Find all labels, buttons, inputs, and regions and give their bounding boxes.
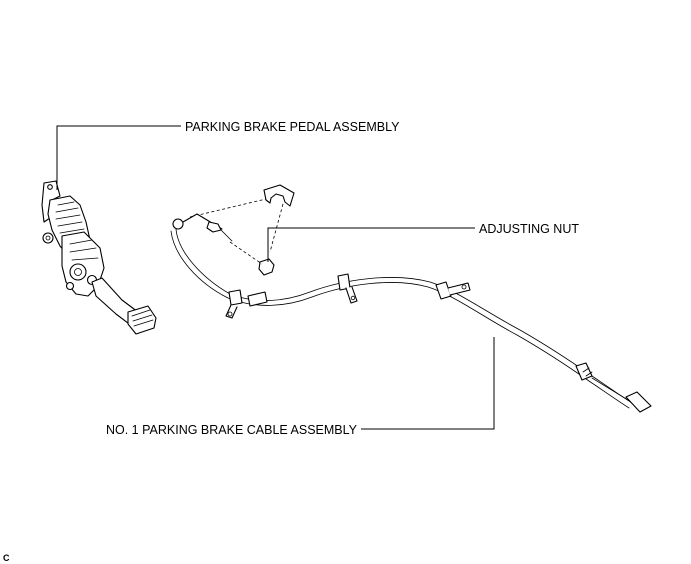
- adjusting-nut-part: [189, 184, 295, 276]
- adjusting-nut-label: ADJUSTING NUT: [479, 222, 579, 236]
- parking-brake-pedal-assembly: [41, 180, 157, 335]
- cable-leader-line: [361, 337, 495, 430]
- corner-code: C: [3, 553, 10, 563]
- pedal-leader-line: [56, 125, 181, 190]
- pedal-assembly-label: PARKING BRAKE PEDAL ASSEMBLY: [185, 120, 400, 134]
- nut-leader-line: [267, 227, 475, 262]
- parking-brake-cable: [170, 213, 652, 413]
- cable-assembly-label: NO. 1 PARKING BRAKE CABLE ASSEMBLY: [106, 423, 358, 437]
